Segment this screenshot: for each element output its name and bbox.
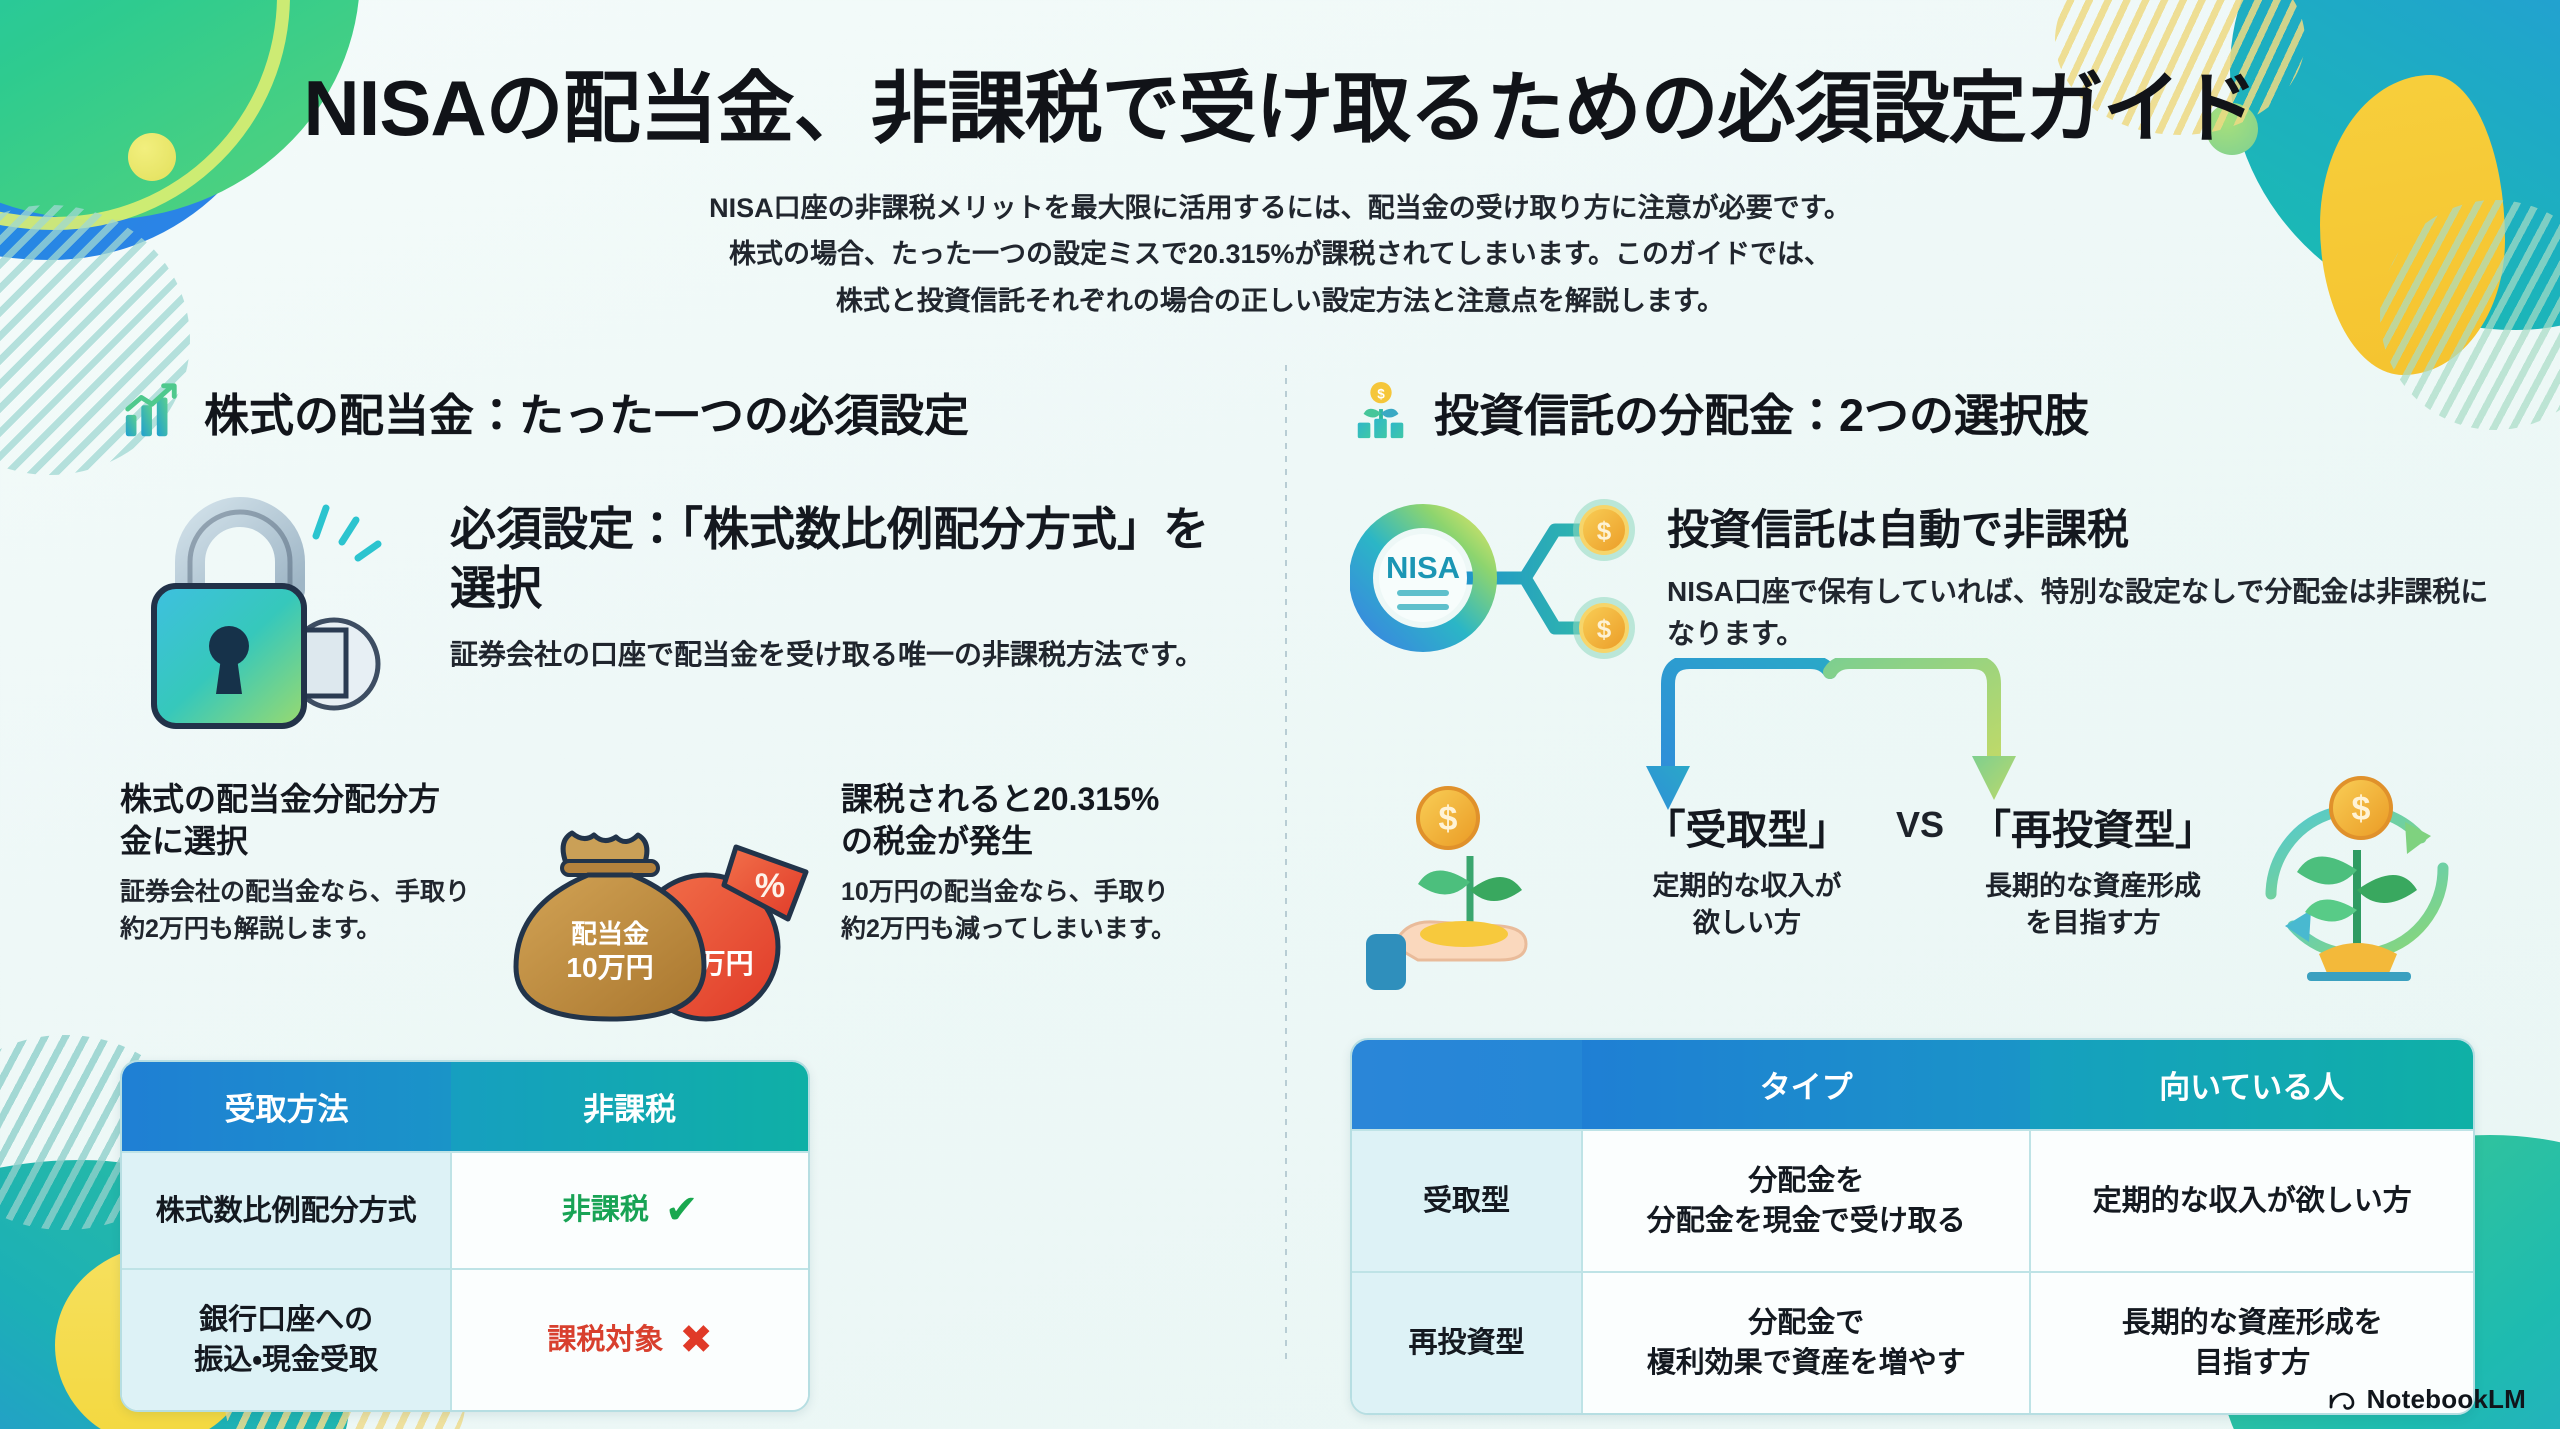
nisa-heading: 投資信託は自動で非課税 <box>1667 506 2130 553</box>
branch-arrows-icon <box>1646 658 2016 810</box>
left-sub-block-b: 課税されると20.315%の税金が発生 10万円の配当金なら、手取り約2万円も減… <box>841 779 1191 948</box>
table-header-row: タイプ 向いている人 <box>1352 1040 2473 1130</box>
compare-vs-label: VS <box>1895 804 1945 845</box>
left-sub-a-body: 証券会社の配当金なら、手取り約2万円も解説します。 <box>120 878 471 944</box>
left-row2-status: 課税対象 ✖ <box>451 1268 808 1411</box>
right-row1-name: 受取型 <box>1352 1128 1583 1273</box>
left-sub-a-heading: 株式の配当金分配分方金に選択 <box>120 781 441 859</box>
left-comparison-table: 受取方法 非課税 株式数比例配分方式 非課税 ✔ 銀行口座への 振込・現金受取 <box>120 1060 810 1413</box>
left-row2-status-text: 課税対象 <box>547 1323 664 1356</box>
subtitle-line-3: 株式と投資信託それぞれの場合の正しい設定方法と注意点を解説します。 <box>835 285 1725 316</box>
bag-label-line2: 10万円 <box>566 952 653 983</box>
svg-text:$: $ <box>1439 800 1458 838</box>
right-comparison-table: タイプ 向いている人 受取型 分配金を 分配金を現金で受け取る 定期的な収入が欲… <box>1350 1038 2475 1416</box>
left-sub-b-heading: 課税されると20.315%の税金が発生 <box>841 781 1160 859</box>
table-row: 銀行口座への 振込・現金受取 課税対象 ✖ <box>122 1268 808 1411</box>
page-title: NISAの配当金、非課税で受け取るための必須設定ガイド <box>303 64 2257 152</box>
check-icon: ✔ <box>664 1188 699 1232</box>
compare-right-label: 「再投資型」 <box>1970 807 2217 853</box>
left-row1-status: 非課税 ✔ <box>451 1150 808 1270</box>
nisa-row: NISA $ $ 投資信託は自動で非課税 NISA口座で保有していれば、特別な設… <box>1349 478 2490 678</box>
left-row1-status-text: 非課税 <box>561 1194 649 1226</box>
table-header-row: 受取方法 非課税 <box>122 1062 808 1152</box>
compare-labels: 「受取型」 定期的な収入が 欲しい方 VS 「再投資型」 長期的な資産形成 を目… <box>1615 796 2225 943</box>
svg-text:$: $ <box>2352 790 2371 828</box>
money-bag-pie-chart-icon: % 10万円 配当金 10万円 <box>488 815 823 1030</box>
right-section-title: 投資信託の分配金：2つの選択肢 <box>1434 389 2090 441</box>
nisa-center-label: NISA <box>1386 550 1460 585</box>
right-row2-name: 再投資型 <box>1352 1271 1583 1414</box>
left-column: 株式の配当金：たった一つの必須設定 <box>120 370 1250 1413</box>
right-th-suited: 向いている人 <box>2030 1040 2473 1130</box>
lead-heading: 必須設定：「株式数比例配分方式」を選択 <box>450 503 1209 614</box>
left-sub-block-a: 株式の配当金分配分方金に選択 証券会社の配当金なら、手取り約2万円も解説します。 <box>120 779 470 948</box>
left-row1-method: 株式数比例配分方式 <box>122 1150 453 1270</box>
right-th-type: タイプ <box>1582 1040 2031 1130</box>
svg-text:$: $ <box>1377 386 1385 401</box>
nisa-body: NISA口座で保有していれば、特別な設定なしで分配金は非課税になります。 <box>1667 576 2489 649</box>
compare-section: $ 「受取型」 定期的な収入が 欲しい方 VS 「再投資型」 長期的な <box>1350 658 2490 1008</box>
notebooklm-logo-icon <box>2327 1387 2357 1413</box>
right-th-blank <box>1352 1040 1582 1130</box>
coin-label-bottom: $ <box>1597 614 1612 644</box>
subtitle-line-2: 株式の場合、たった一つの設定ミスで20.315%が課税されてしまいます。このガイ… <box>728 239 1832 270</box>
lock-lead-row: 必須設定：「株式数比例配分方式」を選択 証券会社の口座で配当金を受け取る唯一の非… <box>120 478 1250 753</box>
notebooklm-watermark: NotebookLM <box>2327 1384 2526 1415</box>
left-section-header: 株式の配当金：たった一つの必須設定 <box>120 370 1250 452</box>
left-section-title: 株式の配当金：たった一つの必須設定 <box>204 389 970 441</box>
table-row: 再投資型 分配金で 榎利効果で資産を増やす 長期的な資産形成を 目指す方 <box>1352 1271 2473 1414</box>
pie-percent-label: % <box>755 867 785 905</box>
bag-label-line1: 配当金 <box>571 919 649 949</box>
table-row: 受取型 分配金を 分配金を現金で受け取る 定期的な収入が欲しい方 <box>1352 1128 2473 1273</box>
subtitle-line-1: NISA口座の非課税メリットを最大限に活用するには、配当金の受け取り方に注意が必… <box>709 193 1851 223</box>
hand-with-coin-plant-icon: $ <box>1360 778 1605 1003</box>
money-plant-icon: $ <box>1350 380 1412 442</box>
table-row: 株式数比例配分方式 非課税 ✔ <box>122 1150 808 1270</box>
lead-text-block: 必須設定：「株式数比例配分方式」を選択 証券会社の口座で配当金を受け取る唯一の非… <box>450 478 1250 676</box>
nisa-distribution-icon: NISA $ $ <box>1349 478 1645 678</box>
left-sub-b-body: 10万円の配当金なら、手取り約2万円も減ってしまいます。 <box>841 878 1177 944</box>
nisa-text-block: 投資信託は自動で非課税 NISA口座で保有していれば、特別な設定なしで分配金は非… <box>1667 478 2490 655</box>
compare-left-label: 「受取型」 <box>1644 807 1850 853</box>
cross-icon: ✖ <box>679 1317 713 1362</box>
coin-label-top: $ <box>1597 516 1612 546</box>
compare-left-sub: 定期的な収入が 欲しい方 <box>1652 871 1842 939</box>
compare-right-sub: 長期的な資産形成 を目指す方 <box>1985 871 2202 939</box>
padlock-icon <box>120 478 420 753</box>
compare-right: 「再投資型」 長期的な資産形成 を目指す方 <box>1964 796 2222 943</box>
left-row2-method: 銀行口座への 振込・現金受取 <box>122 1268 453 1411</box>
right-row2-type: 分配金で 榎利効果で資産を増やす <box>1582 1271 2032 1414</box>
right-column: $ 投資信託の分配金：2つの選択肢 <box>1349 370 2490 1416</box>
left-th-method: 受取方法 <box>122 1062 452 1152</box>
left-two-up: 株式の配当金分配分方金に選択 証券会社の配当金なら、手取り約2万円も解説します。 <box>120 779 1250 1030</box>
lead-body: 証券会社の口座で配当金を受け取る唯一の非課税方法です。 <box>450 638 1204 670</box>
right-row1-suited: 定期的な収入が欲しい方 <box>2030 1128 2473 1273</box>
column-divider <box>1285 365 1287 1365</box>
bar-chart-growth-icon <box>120 380 182 442</box>
notebooklm-label: NotebookLM <box>2366 1384 2526 1414</box>
right-row1-type: 分配金を 分配金を現金で受け取る <box>1582 1128 2032 1273</box>
growing-plant-coin-icon: $ <box>2235 758 2480 1003</box>
right-section-header: $ 投資信託の分配金：2つの選択肢 <box>1350 370 2490 452</box>
left-th-status: 非課税 <box>451 1062 808 1152</box>
compare-left: 「受取型」 定期的な収入が 欲しい方 <box>1618 796 1876 943</box>
page-subtitle: NISA口座の非課税メリットを最大限に活用するには、配当金の受け取り方に注意が必… <box>0 185 2560 324</box>
